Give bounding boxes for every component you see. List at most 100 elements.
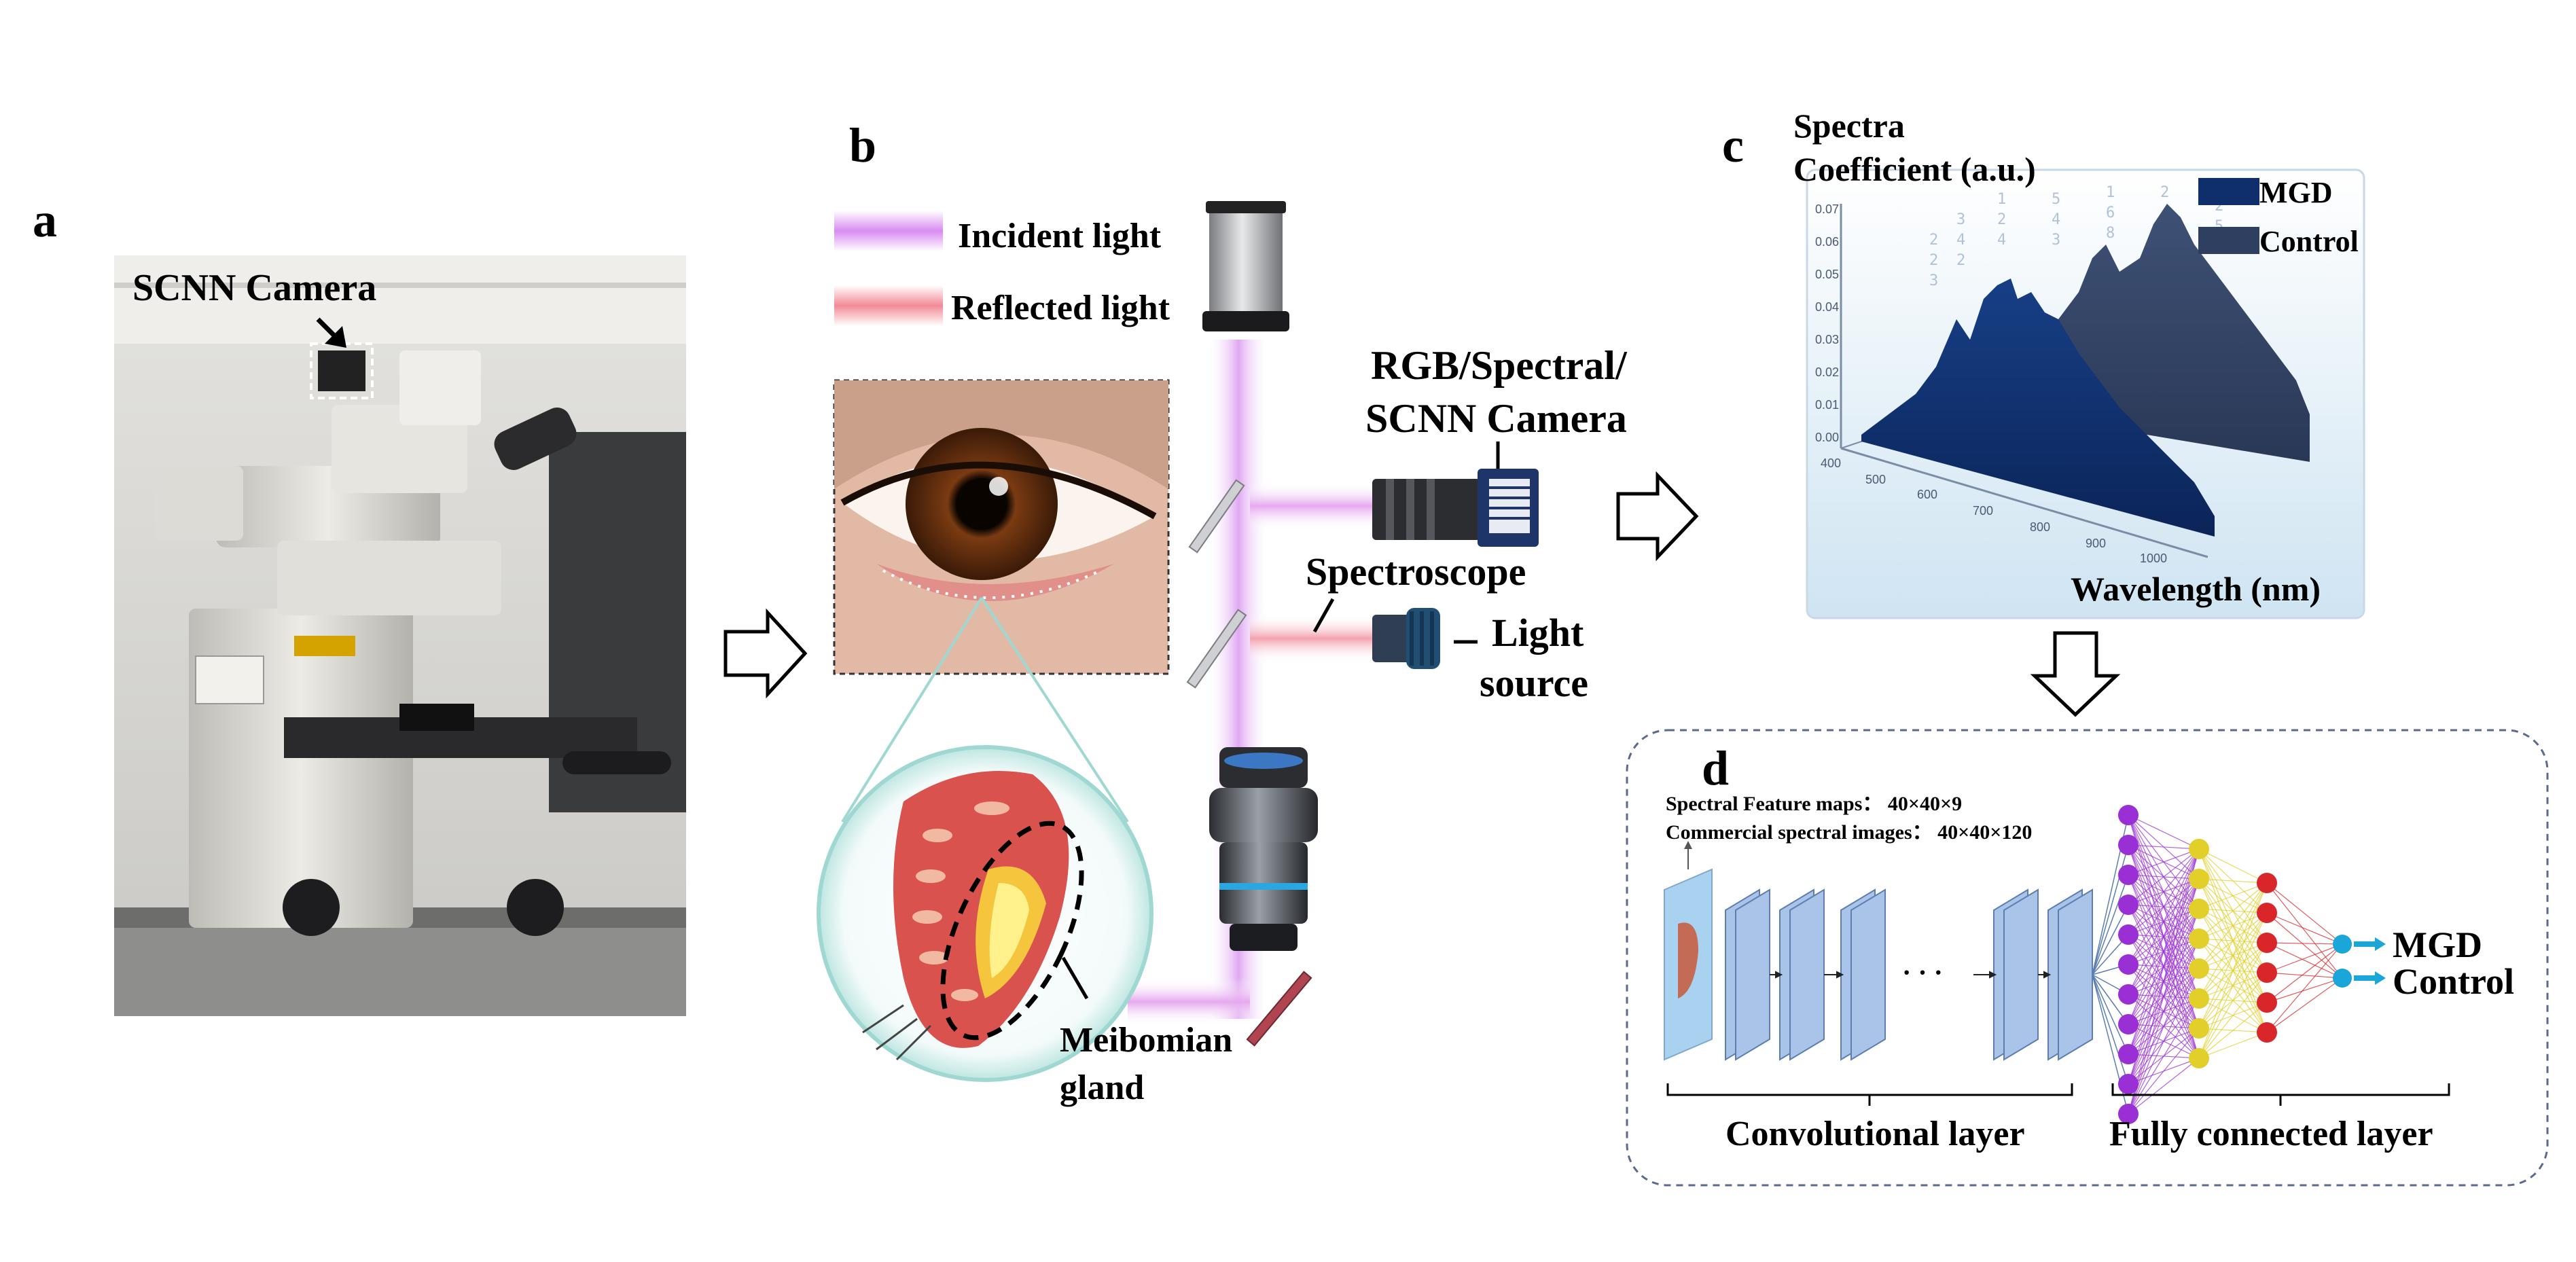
svg-text:4: 4: [2160, 204, 2169, 221]
fc-neurons: [2118, 805, 2352, 1124]
conv-block: [1993, 888, 2028, 1061]
x-tick-label: 500: [1865, 473, 1886, 486]
light-source-label-line2: source: [1480, 661, 1589, 705]
fc-link: [2266, 972, 2343, 979]
fc-link: [2128, 874, 2200, 1029]
svg-text:8: 8: [2106, 225, 2115, 242]
beam-bottom: [1128, 978, 1250, 1026]
fc-link: [2128, 878, 2200, 995]
neuron-output: [2333, 969, 2352, 988]
fc-link: [2198, 882, 2268, 1029]
svg-text:2: 2: [1929, 232, 1938, 249]
neuron-purple: [2118, 835, 2139, 855]
fc-link: [2128, 814, 2200, 880]
fc-link: [2128, 968, 2200, 995]
beam-splitter-lower: [1186, 609, 1247, 689]
fc-link: [2128, 934, 2200, 999]
meibomian-label-line1: Meibomian: [1060, 1021, 1233, 1060]
mgd-spectrum-surface: [1861, 278, 2215, 537]
fc-link: [2128, 878, 2200, 1025]
fc-link: [2198, 848, 2268, 884]
z-axis-line: [1840, 386, 2025, 449]
fc-link: [2128, 1028, 2200, 1055]
fc-link: [2128, 1058, 2200, 1085]
incident-light-swatch: [834, 211, 943, 251]
fc-link: [2128, 904, 2200, 1059]
neuron-red: [2257, 1022, 2277, 1043]
neuron-yellow: [2189, 1018, 2209, 1039]
fc-link: [2198, 848, 2268, 1033]
fc-link: [2128, 878, 2200, 1055]
fc-link: [2128, 998, 2200, 1055]
neuron-yellow: [2189, 988, 2209, 1009]
fc-link: [2128, 814, 2200, 999]
fc-link: [2198, 848, 2268, 1003]
fc-link: [2128, 938, 2200, 1025]
y-tick-label: 0.07: [1815, 202, 1840, 216]
chart-decorative-digits: 223 342 124 543 168 243 254: [1929, 184, 2223, 289]
fc-link: [2128, 848, 2200, 1085]
svg-text:2: 2: [1956, 252, 1965, 269]
fc-link: [2128, 874, 2200, 880]
fc-link: [2198, 942, 2268, 1029]
fc-link: [2198, 882, 2268, 969]
panel-label-a: a: [33, 193, 57, 247]
fc-link: [2128, 938, 2200, 1055]
fc-link: [2128, 908, 2200, 1115]
svg-text:2: 2: [2160, 184, 2169, 201]
fc-link: [2092, 974, 2129, 1115]
fc-link: [2198, 972, 2268, 999]
fc-link: [2128, 844, 2200, 850]
fc-link: [2128, 904, 2200, 1029]
fc-link: [2266, 943, 2343, 973]
svg-text:4: 4: [2052, 211, 2060, 228]
y-tick-label: 0.05: [1815, 268, 1840, 281]
output-mgd-label: MGD: [2393, 924, 2482, 965]
conv-block: [2003, 888, 2039, 1061]
fc-link: [2128, 878, 2200, 1085]
fc-link: [2128, 934, 2200, 1029]
fc-link: [2198, 912, 2268, 1059]
fc-link: [2198, 938, 2268, 943]
fc-link: [2266, 943, 2343, 1003]
fc-link: [2198, 942, 2268, 1059]
fc-link: [2092, 904, 2129, 975]
fc-link: [2198, 1032, 2268, 1059]
fc-link: [2128, 874, 2200, 909]
svg-text:4: 4: [2215, 238, 2223, 255]
fc-link: [2128, 938, 2200, 1115]
fc-link: [2198, 878, 2268, 1033]
fc-link: [2092, 974, 2129, 995]
fc-link: [2266, 882, 2343, 979]
fc-link: [2198, 908, 2268, 1033]
fc-link: [2198, 1028, 2268, 1033]
neuron-red: [2257, 903, 2277, 923]
panel-label-d: d: [1702, 741, 1730, 795]
x-tick-label: 1000: [2140, 552, 2168, 565]
svg-text:4: 4: [1997, 232, 2006, 249]
fc-link: [2128, 964, 2200, 1029]
fc-link: [2128, 844, 2200, 909]
vertical-light-beam: [1208, 340, 1269, 1019]
svg-text:3: 3: [2160, 225, 2169, 242]
chart-ylabel-line1: Spectra: [1793, 107, 1905, 145]
fc-link: [2266, 977, 2343, 1033]
fc-link: [2198, 848, 2268, 914]
fc-link: [2198, 938, 2268, 1033]
fc-link: [2128, 848, 2200, 1025]
fc-link: [2198, 848, 2268, 973]
fc-link: [2128, 908, 2200, 1025]
fc-link: [2128, 908, 2200, 965]
spectroscope-leader: [1312, 598, 1335, 633]
fc-link: [2128, 908, 2200, 995]
chart-ylabel-line2: Coefficient (a.u.): [1793, 150, 2036, 188]
fc-link: [2128, 998, 2200, 1115]
fc-link: [2128, 904, 2200, 939]
fc-layer-label: Fully connected layer: [2109, 1115, 2433, 1153]
svg-text:3: 3: [1956, 211, 1965, 228]
fc-link: [2128, 874, 2200, 1059]
fc-link: [2128, 934, 2200, 939]
fc-link: [2198, 1002, 2268, 1029]
fc-link: [2128, 878, 2200, 905]
svg-text:5: 5: [2052, 191, 2060, 208]
